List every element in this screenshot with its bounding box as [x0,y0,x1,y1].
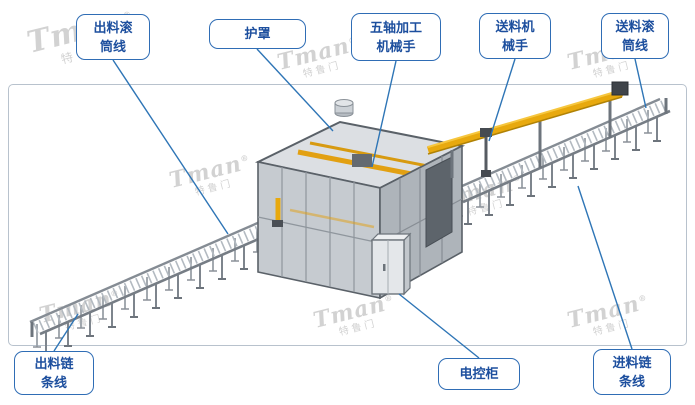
callout-text: 出料滚 [93,19,133,35]
callout-text: 电控柜 [459,366,499,382]
callout-text: 筒线 [621,38,648,53]
callout-text: 条线 [40,375,67,390]
callout-text: 送料滚 [615,18,655,34]
callout-text: 进料链 [612,354,652,370]
callout-text: 护罩 [244,26,271,42]
callout-text: 五轴加工 [369,19,422,35]
callout-infeed-chain-line: 进料链 条线 [593,349,671,395]
callout-text: 送料机 [495,18,535,34]
callout-control-cabinet: 电控柜 [438,358,520,390]
callout-outfeed-roller-line: 出料滚 筒线 [76,14,150,60]
callout-text: 出料链 [34,355,74,371]
outfeed-conveyor [29,210,294,356]
callout-text: 械手 [501,38,528,53]
callout-protective-cover: 护罩 [209,19,306,49]
callout-infeed-roller-line: 送料滚 筒线 [601,13,669,59]
callout-text: 条线 [618,374,645,389]
protective-enclosure [254,99,466,300]
gantry-beam [427,81,629,178]
leader-lines [53,48,647,359]
control-cabinet [370,232,412,296]
drawing-border [8,84,687,346]
callout-five-axis-robot: 五轴加工 机械手 [351,13,441,61]
callout-feeding-robot: 送料机 械手 [479,13,551,59]
callout-outfeed-chain-line: 出料链 条线 [14,351,94,395]
feeding-robot-arm [480,128,492,177]
callout-text: 机械手 [376,39,416,54]
callout-text: 筒线 [99,39,126,54]
